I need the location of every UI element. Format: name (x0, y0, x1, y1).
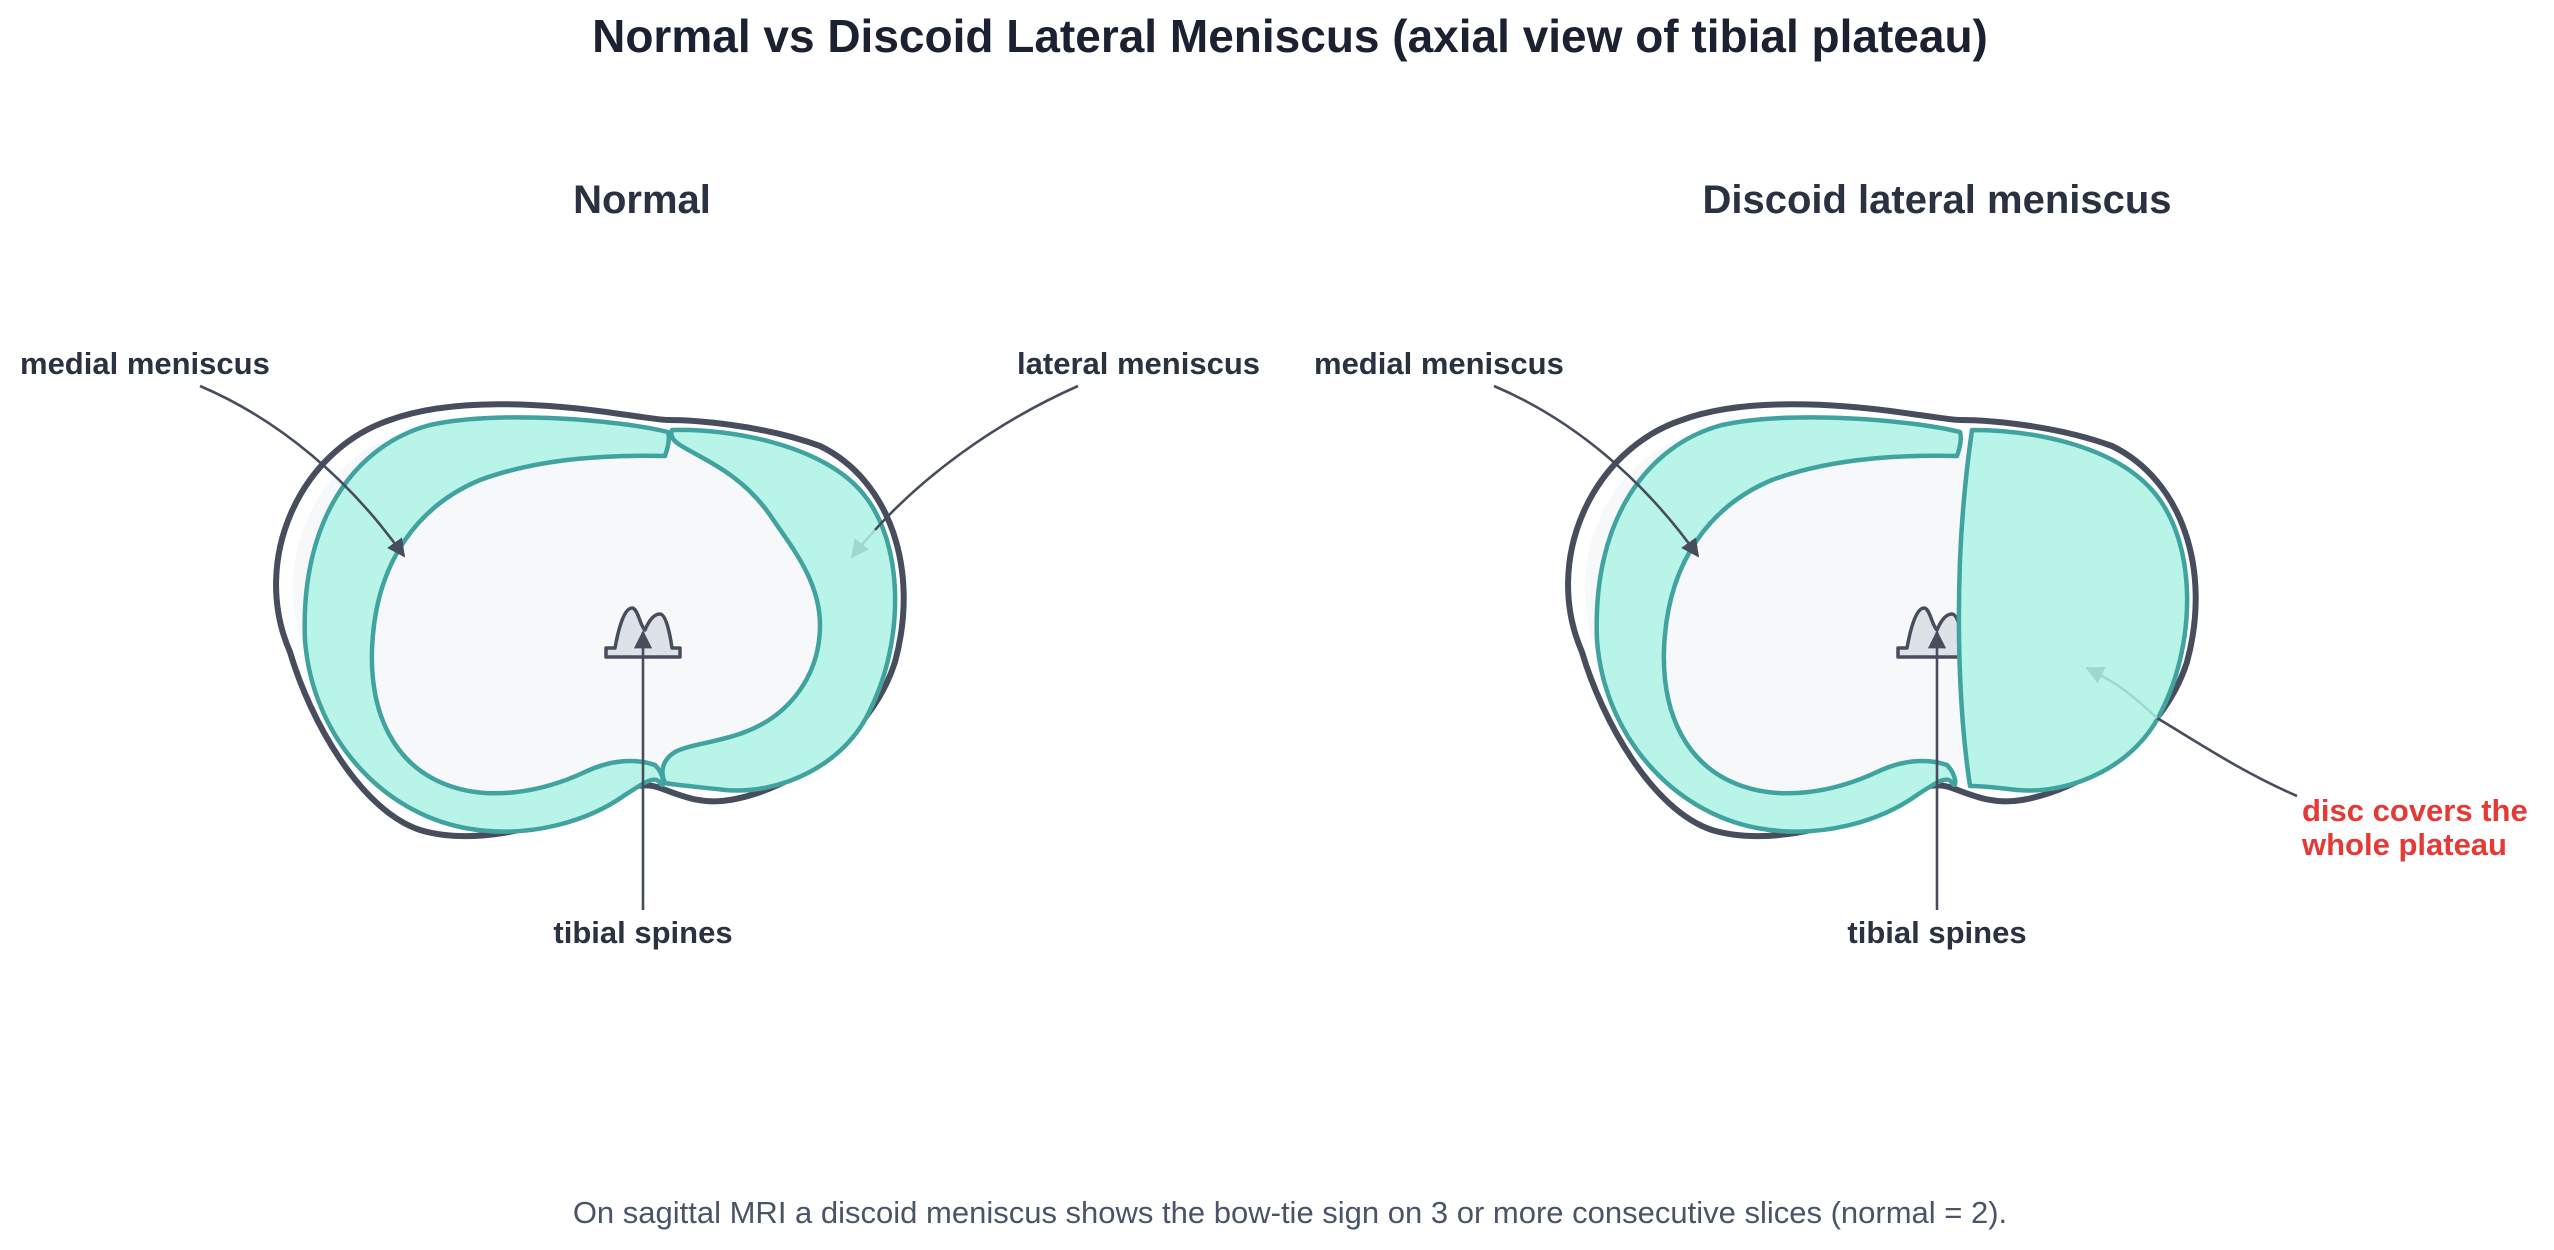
leader-disc (2156, 716, 2298, 798)
label-medial-meniscus-normal: medial meniscus (20, 346, 270, 381)
leader-lateral-normal (874, 384, 1079, 531)
plateau-surface (293, 421, 888, 820)
panel-discoid: Discoid lateral meniscus medial meniscus… (1314, 178, 2528, 950)
leader-medial-discoid (1493, 384, 1700, 558)
tibial-plateau-normal (273, 401, 907, 840)
leader-lateral-normal-tip (850, 529, 876, 559)
label-tibial-spines-normal: tibial spines (553, 915, 732, 950)
panel-heading-discoid: Discoid lateral meniscus (1702, 178, 2171, 222)
label-disc-line2: whole plateau (2301, 827, 2507, 862)
leader-disc-tip (2085, 666, 2158, 719)
leader-medial-normal (199, 384, 406, 558)
figure-caption: On sagittal MRI a discoid meniscus shows… (573, 1195, 2007, 1230)
medial-meniscus (1594, 415, 1964, 834)
panel-normal: Normal medial meniscus lateral meniscus … (20, 178, 1260, 950)
tibial-plateau-discoid (1565, 401, 2199, 840)
label-lateral-meniscus-normal: lateral meniscus (1017, 346, 1260, 381)
label-medial-meniscus-discoid: medial meniscus (1314, 346, 1564, 381)
panel-heading-normal: Normal (573, 178, 711, 222)
discoid-lateral-meniscus (1956, 427, 2190, 793)
figure-title: Normal vs Discoid Lateral Meniscus (axia… (592, 10, 1988, 62)
label-tibial-spines-discoid: tibial spines (1847, 915, 2026, 950)
lateral-meniscus (660, 427, 898, 793)
label-disc-line1: disc covers the (2302, 793, 2528, 828)
